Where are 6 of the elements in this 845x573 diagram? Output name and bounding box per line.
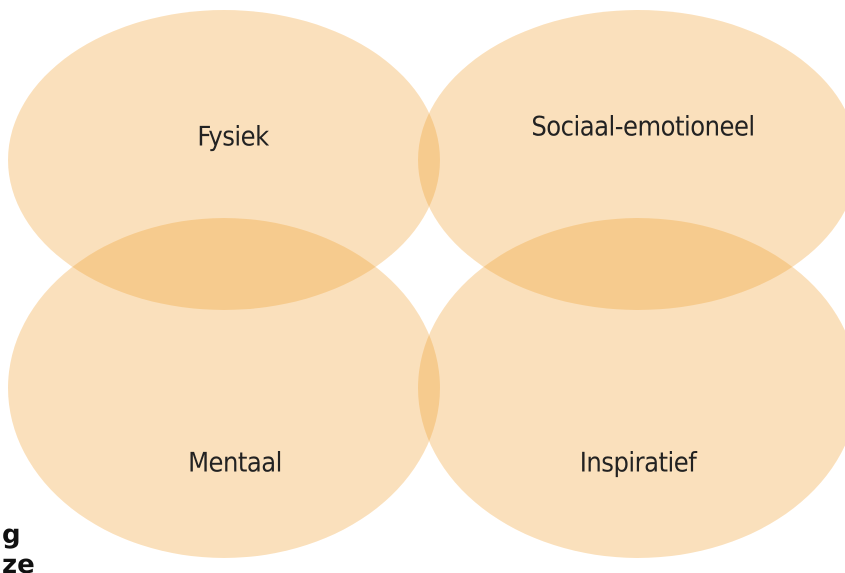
set-label: Sociaal-emotioneel (531, 112, 755, 142)
set-label: Inspiratief (580, 448, 696, 478)
cropped-text: g (2, 520, 21, 550)
set-label: Mentaal (188, 448, 282, 478)
cropped-text: ze (2, 550, 35, 573)
set-label: Fysiek (197, 122, 269, 152)
